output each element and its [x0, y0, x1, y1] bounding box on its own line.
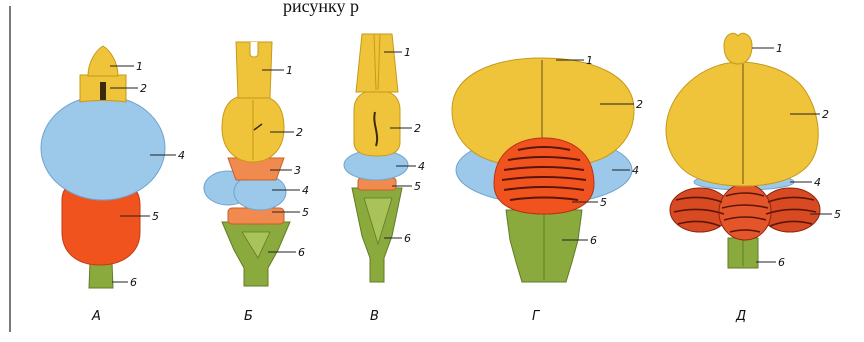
diagram-a-label-6: 6 [130, 276, 137, 289]
diagram-a-label-5: 5 [152, 210, 159, 223]
diagram-d-label-1: 1 [776, 42, 783, 55]
region-cerebellum [670, 184, 820, 240]
diagram-g-label-6: 6 [590, 234, 597, 247]
diagram-b-label-5: 5 [302, 206, 309, 219]
diagram-g-caption: Г [532, 309, 541, 324]
brain-diagram-b: 1 2 3 4 5 6 Б [204, 42, 309, 324]
diagram-g-label-5: 5 [600, 196, 607, 209]
diagram-b-label-3: 3 [294, 164, 301, 177]
region-olfactory-bulb [724, 33, 752, 64]
region-olfactory-bulb [88, 46, 118, 76]
region-cerebellum [228, 208, 284, 224]
diagram-d-caption: Д [735, 309, 746, 324]
diagram-b-label-4: 4 [302, 184, 309, 197]
diagram-d-label-5: 5 [834, 208, 841, 221]
brain-diagram-d: 1 2 4 5 6 Д [666, 33, 841, 324]
diagram-d-label-2: 2 [822, 108, 829, 121]
diagram-v-label-1: 1 [404, 46, 411, 59]
diagram-b-label-6: 6 [298, 246, 305, 259]
diagram-v-caption: В [370, 309, 379, 324]
diagram-g-label-2: 2 [636, 98, 643, 111]
region-forebrain [666, 62, 818, 186]
brain-diagram-g: 1 2 4 5 6 Г [452, 54, 643, 324]
diagram-v-label-6: 6 [404, 232, 411, 245]
header-text: рисунку р [283, 0, 359, 16]
diagram-v-label-5: 5 [414, 180, 421, 193]
diagram-d-label-6: 6 [778, 256, 785, 269]
diagram-v-label-4: 4 [418, 160, 425, 173]
diagram-b-label-2: 2 [296, 126, 303, 139]
brain-diagram-a: 1 2 4 5 6 А [41, 46, 185, 324]
region-olfactory-bulb [356, 34, 398, 92]
brain-diagram-v: 1 2 4 5 6 В [344, 34, 425, 324]
diagram-d-label-4: 4 [814, 176, 821, 189]
region-medulla [89, 262, 113, 288]
diagram-a-label-4: 4 [178, 149, 185, 162]
midline-groove [100, 82, 106, 100]
diagram-b-caption: Б [244, 309, 253, 324]
diagram-a-label-1: 1 [136, 60, 143, 73]
region-midbrain [41, 96, 165, 200]
diagram-v-label-2: 2 [414, 122, 421, 135]
diagram-a-caption: А [91, 309, 101, 324]
diagram-a-label-2: 2 [140, 82, 147, 95]
diagram-b-label-1: 1 [286, 64, 293, 77]
diagram-g-label-4: 4 [632, 164, 639, 177]
diagram-g-label-1: 1 [586, 54, 593, 67]
